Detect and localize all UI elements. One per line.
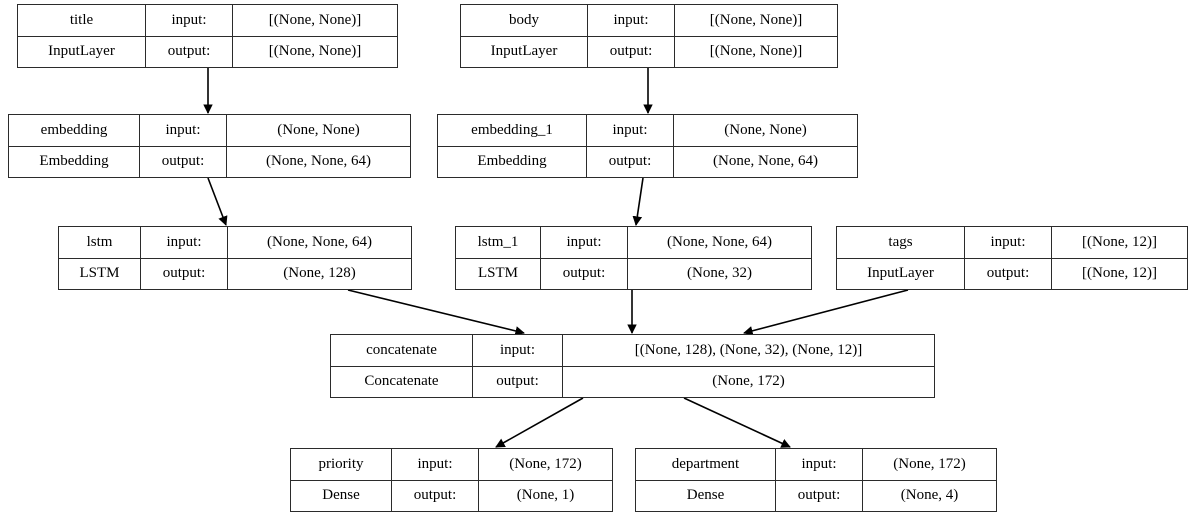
- node-tags-class-name: InputLayer: [837, 258, 965, 289]
- node-embedding-output-shape: (None, None, 64): [266, 153, 371, 170]
- node-lstm-input-label: input:: [141, 227, 228, 258]
- node-priority-input-shape: (None, 172): [509, 455, 582, 472]
- node-embedding-layer-name: embedding: [9, 115, 140, 146]
- node-priority-output-shape: (None, 1): [516, 487, 575, 504]
- node-embedding_1-layer-name: embedding_1: [438, 115, 587, 146]
- node-embedding_1-class-name: Embedding: [438, 146, 587, 177]
- edge-embedding-to-lstm: [207, 177, 228, 226]
- node-embedding-output-label: output:: [140, 146, 227, 177]
- node-priority-class-name: Dense: [291, 480, 392, 511]
- node-body-output-label: output:: [588, 36, 675, 67]
- edge-embedding_1-to-lstm_1: [632, 177, 644, 226]
- node-title-output-shape: [(None, None)]: [268, 43, 362, 60]
- node-title-output-label: output:: [146, 36, 233, 67]
- node-tags-input-shape: [(None, 12)]: [1082, 233, 1157, 250]
- node-tags-input-label: input:: [965, 227, 1052, 258]
- node-body-input-shape: [(None, None)]: [709, 11, 803, 28]
- node-embedding-class-name: Embedding: [9, 146, 140, 177]
- node-embedding-input-label: input:: [140, 115, 227, 146]
- node-concatenate-output-label: output:: [473, 366, 563, 397]
- node-embedding_1-output-shape: (None, None, 64): [713, 153, 818, 170]
- node-department-input-label: input:: [776, 449, 863, 480]
- edge-concatenate-to-priority: [495, 397, 584, 448]
- node-lstm_1-class-name: LSTM: [456, 258, 541, 289]
- node-department-class-name: Dense: [636, 480, 776, 511]
- node-lstm_1-input-shape: (None, None, 64): [667, 233, 772, 250]
- node-body-output-shape: [(None, None)]: [709, 43, 803, 60]
- node-lstm_1-output-shape: (None, 32): [687, 265, 752, 282]
- node-lstm-output-label: output:: [141, 258, 228, 289]
- edge-concatenate-to-department: [683, 397, 791, 448]
- edge-tags-to-concatenate: [743, 289, 909, 336]
- node-concatenate-input-label: input:: [473, 335, 563, 366]
- node-title-input-label: input:: [146, 5, 233, 36]
- node-body-input-label: input:: [588, 5, 675, 36]
- node-department-output-label: output:: [776, 480, 863, 511]
- node-body-layer-name: body: [461, 5, 588, 36]
- node-title-input-shape: [(None, None)]: [268, 11, 362, 28]
- node-embedding-input-shape: (None, None): [277, 121, 360, 138]
- node-tags-output-label: output:: [965, 258, 1052, 289]
- node-body-class-name: InputLayer: [461, 36, 588, 67]
- node-embedding_1-input-shape: (None, None): [724, 121, 807, 138]
- node-department-input-shape: (None, 172): [893, 455, 966, 472]
- node-priority-input-label: input:: [392, 449, 479, 480]
- node-concatenate-class-name: Concatenate: [331, 366, 473, 397]
- node-lstm-class-name: LSTM: [59, 258, 141, 289]
- node-title-class-name: InputLayer: [18, 36, 146, 67]
- node-embedding_1-input-label: input:: [587, 115, 674, 146]
- edge-lstm-to-concatenate: [347, 289, 525, 336]
- node-lstm-input-shape: (None, None, 64): [267, 233, 372, 250]
- node-priority-layer-name: priority: [291, 449, 392, 480]
- node-concatenate-input-shape: [(None, 128), (None, 32), (None, 12)]: [634, 341, 863, 358]
- node-title-layer-name: title: [18, 5, 146, 36]
- node-lstm-layer-name: lstm: [59, 227, 141, 258]
- node-concatenate-output-shape: (None, 172): [712, 373, 785, 390]
- node-lstm_1-input-label: input:: [541, 227, 628, 258]
- node-priority-output-label: output:: [392, 480, 479, 511]
- node-embedding_1-output-label: output:: [587, 146, 674, 177]
- node-tags-output-shape: [(None, 12)]: [1082, 265, 1157, 282]
- node-department-layer-name: department: [636, 449, 776, 480]
- node-concatenate-layer-name: concatenate: [331, 335, 473, 366]
- node-department-output-shape: (None, 4): [900, 487, 959, 504]
- node-lstm-output-shape: (None, 128): [283, 265, 356, 282]
- node-tags-layer-name: tags: [837, 227, 965, 258]
- node-lstm_1-output-label: output:: [541, 258, 628, 289]
- node-lstm_1-layer-name: lstm_1: [456, 227, 541, 258]
